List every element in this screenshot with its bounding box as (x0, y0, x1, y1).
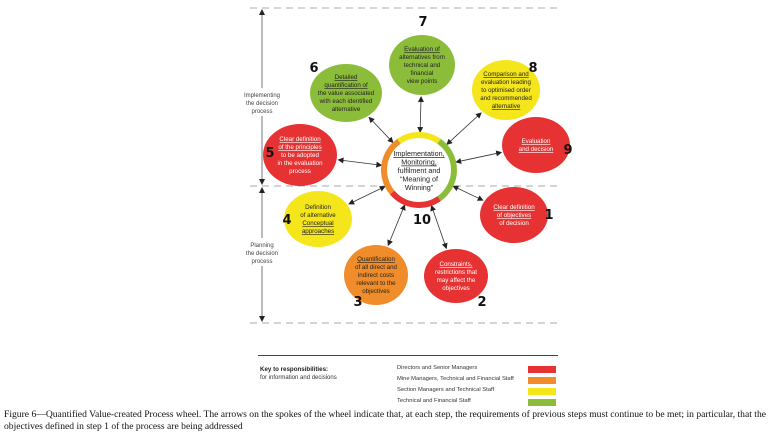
spoke-arrow-step-2 (430, 204, 448, 250)
step-9-bubble (502, 117, 570, 173)
spoke-arrow-step-8 (446, 112, 482, 145)
step-3-number: 3 (353, 295, 362, 310)
legend-label: Mine Managers, Technical and Financial S… (397, 376, 514, 382)
figure-caption: Figure 6—Quantified Value-created Proces… (4, 409, 766, 432)
step-6-number: 6 (309, 61, 318, 76)
center-label: Implementation,Monitoring,fulfilment and… (393, 149, 444, 192)
legend-swatch (528, 387, 556, 395)
spoke-arrow-step-1 (452, 185, 484, 201)
legend-label: Technical and Financial Staff (397, 398, 471, 404)
legend-swatch (528, 376, 556, 384)
spoke-arrow-step-6 (368, 116, 394, 144)
step-2-bubble (424, 249, 488, 303)
step-10-number: 10 (413, 213, 431, 228)
legend-label: Section Managers and Technical Staff (397, 387, 495, 393)
step-4-number: 4 (282, 213, 291, 228)
spoke-arrow-step-7 (417, 95, 424, 134)
ring-segment-4 (381, 138, 401, 195)
step-1-number: 1 (544, 208, 553, 223)
center-wheel: Implementation,Monitoring,fulfilment and… (381, 132, 457, 228)
legend-swatch (528, 398, 556, 406)
step-9-number: 9 (563, 143, 572, 158)
legend-swatch (528, 365, 556, 373)
ring-segment-3 (389, 190, 441, 208)
step-5-number: 5 (265, 146, 274, 161)
spoke-arrow-step-9 (455, 150, 503, 164)
step-8-number: 8 (528, 61, 537, 76)
ring-segment-2 (437, 138, 457, 202)
key-subtitle: for information and decisions (260, 375, 337, 381)
spoke-arrows (337, 95, 503, 250)
step-6-bubble (310, 64, 382, 122)
ring-segment-1 (397, 132, 441, 144)
key-title: Key to responsibilities: (260, 366, 329, 373)
step-8-bubble (472, 60, 540, 120)
step-1-bubble (480, 187, 548, 243)
spoke-arrow-step-4 (348, 186, 386, 205)
key-divider (258, 355, 558, 356)
spoke-arrow-step-3 (387, 204, 406, 247)
spoke-arrow-step-5 (337, 157, 383, 168)
step-4-bubble (284, 191, 352, 247)
step-3-bubble (344, 245, 408, 305)
step-5-bubble (263, 124, 337, 186)
step-2-number: 2 (477, 295, 486, 310)
step-7-number: 7 (418, 15, 427, 30)
legend-label: Directors and Senior Managers (397, 365, 478, 371)
step-7-bubble (389, 35, 455, 95)
